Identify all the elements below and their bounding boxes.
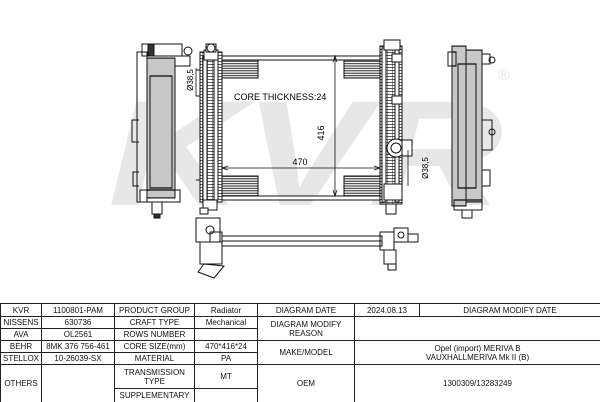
kvr-label: KVR <box>0 303 42 317</box>
ava-value: OL2561 <box>41 328 115 341</box>
nissens-value: 630736 <box>41 316 115 329</box>
make-model-label: MAKE/MODEL <box>257 340 355 365</box>
radiator-drawing-svg: KVR ® <box>108 39 510 279</box>
technical-drawing: KVR ® <box>108 39 510 279</box>
others-value <box>41 364 115 402</box>
spec-table: KVR 1100801-PAM PRODUCT GROUP Radiator D… <box>0 303 600 402</box>
core-height-dimension: 416 <box>316 125 326 140</box>
table-row: OTHERS TRANSMISSION TYPE MT OEM 1300309/… <box>0 364 600 402</box>
core-width-dimension: 470 <box>292 157 307 167</box>
make-model-value: Opel (import) MERIVA B VAUXHALLMERIVA Mk… <box>354 340 600 365</box>
diagram-date-value: 2024.08.13 <box>354 303 420 317</box>
craft-type-label: CRAFT TYPE <box>114 316 195 329</box>
dimension-lines <box>195 54 409 198</box>
top-view <box>195 217 419 279</box>
transmission-type-value: MT <box>194 364 258 389</box>
make-model-line-2: VAUXHALLMERIVA Mk II (B) <box>425 352 530 362</box>
oem-label: OEM <box>257 364 355 402</box>
core-size-value: 470*416*24 <box>194 340 258 353</box>
diagram-modify-reason-label: DIAGRAM MODIFY REASON <box>257 316 355 341</box>
make-model-line-1: Opel (import) MERIVA B <box>434 343 521 353</box>
craft-type-value: Mechanical <box>194 316 258 329</box>
stellox-value: 10-26039-SX <box>41 352 115 365</box>
table-row: BEHR 8MK 376 756-461 CORE SIZE(mm) 470*4… <box>0 340 600 365</box>
oem-value: 1300309/13283249 <box>354 364 600 402</box>
table-row: STELLOX 10-26039-SX MATERIAL PA <box>0 352 600 365</box>
supplementary-value <box>194 388 258 402</box>
rows-number-value <box>194 328 258 341</box>
table-row: KVR 1100801-PAM PRODUCT GROUP Radiator D… <box>0 303 600 317</box>
diagram-date-label: DIAGRAM DATE <box>257 303 355 317</box>
stellox-label: STELLOX <box>0 352 42 365</box>
supplementary-label: SUPPLEMENTARY <box>114 388 195 402</box>
table-row: AVA OL2561 ROWS NUMBER <box>0 328 600 341</box>
right-pipe-diameter: Ø38,5 <box>421 157 430 179</box>
kvr-value: 1100801-PAM <box>41 303 115 317</box>
diagram-modify-date-label: DIAGRAM MODIFY DATE <box>419 303 600 317</box>
core-thickness-label: CORE THICKNESS:24 <box>234 92 326 102</box>
right-side-view <box>447 45 496 219</box>
diagram-modify-reason-value <box>354 316 600 341</box>
left-pipe-diameter: Ø38,5 <box>186 69 195 91</box>
watermark-registered-mark: ® <box>498 67 510 84</box>
transmission-type-label: TRANSMISSION TYPE <box>114 364 195 389</box>
product-group-value: Radiator <box>194 303 258 317</box>
behr-value: 8MK 376 756-461 <box>41 340 115 353</box>
table-row: NISSENS 630736 CRAFT TYPE Mechanical DIA… <box>0 316 600 341</box>
product-group-label: PRODUCT GROUP <box>114 303 195 317</box>
behr-label: BEHR <box>0 340 42 353</box>
material-value: PA <box>194 352 258 365</box>
core-size-label: CORE SIZE(mm) <box>114 340 195 353</box>
others-label: OTHERS <box>0 364 42 402</box>
left-side-view <box>131 43 193 219</box>
ava-label: AVA <box>0 328 42 341</box>
front-view <box>196 39 413 215</box>
nissens-label: NISSENS <box>0 316 42 329</box>
rows-number-label: ROWS NUMBER <box>114 328 195 341</box>
material-label: MATERIAL <box>114 352 195 365</box>
